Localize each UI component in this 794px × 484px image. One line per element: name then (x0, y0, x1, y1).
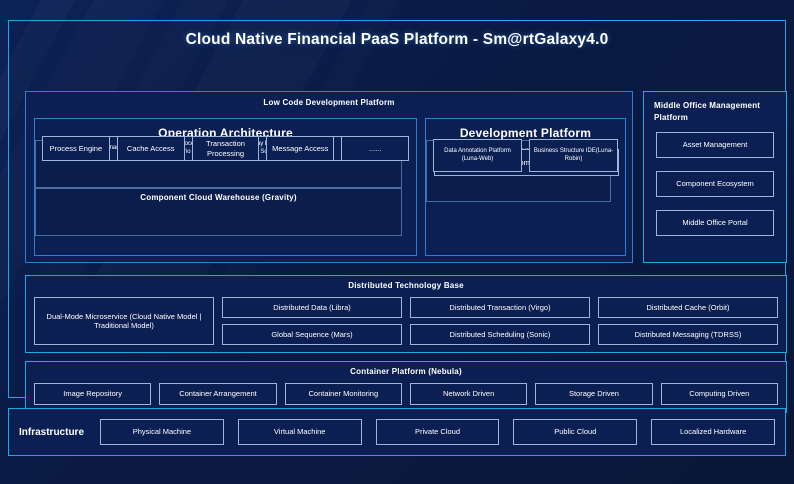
section-container-platform: Container Platform (Nebula) Image Reposi… (25, 361, 787, 413)
item-global-sequence[interactable]: Global Sequence (Mars) (222, 324, 402, 345)
item-private-cloud[interactable]: Private Cloud (375, 419, 500, 445)
item-message-access[interactable]: Message Access (266, 136, 335, 161)
low-code-title: Low Code Development Platform (263, 98, 395, 107)
middle-office-title: Middle Office Management Platform (654, 101, 761, 122)
item-data-annotation-platform[interactable]: Data Annotation Platform (Luna-Web) (433, 139, 522, 172)
item-process-engine[interactable]: Process Engine (42, 136, 110, 161)
item-physical-machine[interactable]: Physical Machine (100, 419, 224, 445)
item-cache-access[interactable]: Cache Access (116, 136, 185, 161)
item-container-monitoring[interactable]: Container Monitoring (284, 383, 402, 405)
item-component-ecosystem[interactable]: Component Ecosystem (656, 171, 774, 197)
subsection-operation-architecture: Operation Architecture Typical Business … (34, 118, 417, 256)
platform-outer-frame: Cloud Native Financial PaaS Platform - S… (8, 20, 787, 413)
item-computing-driven[interactable]: Computing Driven (660, 383, 778, 405)
dtb-column-3: Distributed Cache (Orbit) Distributed Me… (598, 297, 778, 345)
group-back-end-development-platform: Back End Development Platform (Luna) Dat… (426, 139, 618, 202)
infrastructure-label: Infrastructure (19, 426, 85, 438)
page-title: Cloud Native Financial PaaS Platform - S… (185, 31, 609, 48)
dtb-column-2: Distributed Transaction (Virgo) Distribu… (410, 297, 590, 345)
section-infrastructure: Infrastructure Physical Machine Virtual … (8, 408, 786, 456)
container-platform-title: Container Platform (Nebula) (350, 367, 462, 376)
section-middle-office-management-platform: Middle Office Management Platform Asset … (643, 91, 787, 263)
subsection-development-platform: Development Platform Front End Developme… (425, 118, 626, 256)
item-network-driven[interactable]: Network Driven (409, 383, 528, 405)
section-low-code-development-platform: Low Code Development Platform Operation … (25, 91, 633, 263)
item-public-cloud[interactable]: Public Cloud (513, 419, 638, 445)
item-transaction-processing[interactable]: Transaction Processing (191, 136, 260, 161)
development-platform-title: Development Platform (459, 126, 592, 140)
item-distributed-transaction[interactable]: Distributed Transaction (Virgo) (410, 297, 590, 318)
item-distributed-messaging[interactable]: Distributed Messaging (TDRSS) (598, 324, 778, 345)
item-distributed-cache[interactable]: Distributed Cache (Orbit) (598, 297, 778, 318)
distributed-technology-base-title: Distributed Technology Base (348, 281, 464, 290)
item-image-repository[interactable]: Image Repository (34, 383, 152, 405)
item-distributed-scheduling[interactable]: Distributed Scheduling (Sonic) (410, 324, 590, 345)
group-component-cloud-warehouse: Component Cloud Warehouse (Gravity) Proc… (35, 136, 409, 236)
item-asset-management[interactable]: Asset Management (656, 132, 774, 158)
item-virtual-machine[interactable]: Virtual Machine (237, 419, 362, 445)
item-storage-driven[interactable]: Storage Driven (535, 383, 653, 405)
item-container-arrangement[interactable]: Container Arrangement (159, 383, 277, 405)
item-middle-office-portal[interactable]: Middle Office Portal (656, 210, 774, 236)
item-business-structure-ide[interactable]: Business Structure IDE(Luna-Robin) (529, 139, 618, 172)
component-cloud-warehouse-title: Component Cloud Warehouse (Gravity) (140, 193, 297, 202)
item-dual-mode-microservice[interactable]: Dual-Mode Microservice (Cloud Native Mod… (34, 297, 214, 345)
section-distributed-technology-base: Distributed Technology Base Dual-Mode Mi… (25, 275, 787, 353)
dtb-column-1: Distributed Data (Libra) Global Sequence… (222, 297, 402, 345)
item-more-ellipsis[interactable]: ...... (341, 136, 409, 161)
item-distributed-data[interactable]: Distributed Data (Libra) (222, 297, 402, 318)
item-localized-hardware[interactable]: Localized Hardware (651, 419, 775, 445)
